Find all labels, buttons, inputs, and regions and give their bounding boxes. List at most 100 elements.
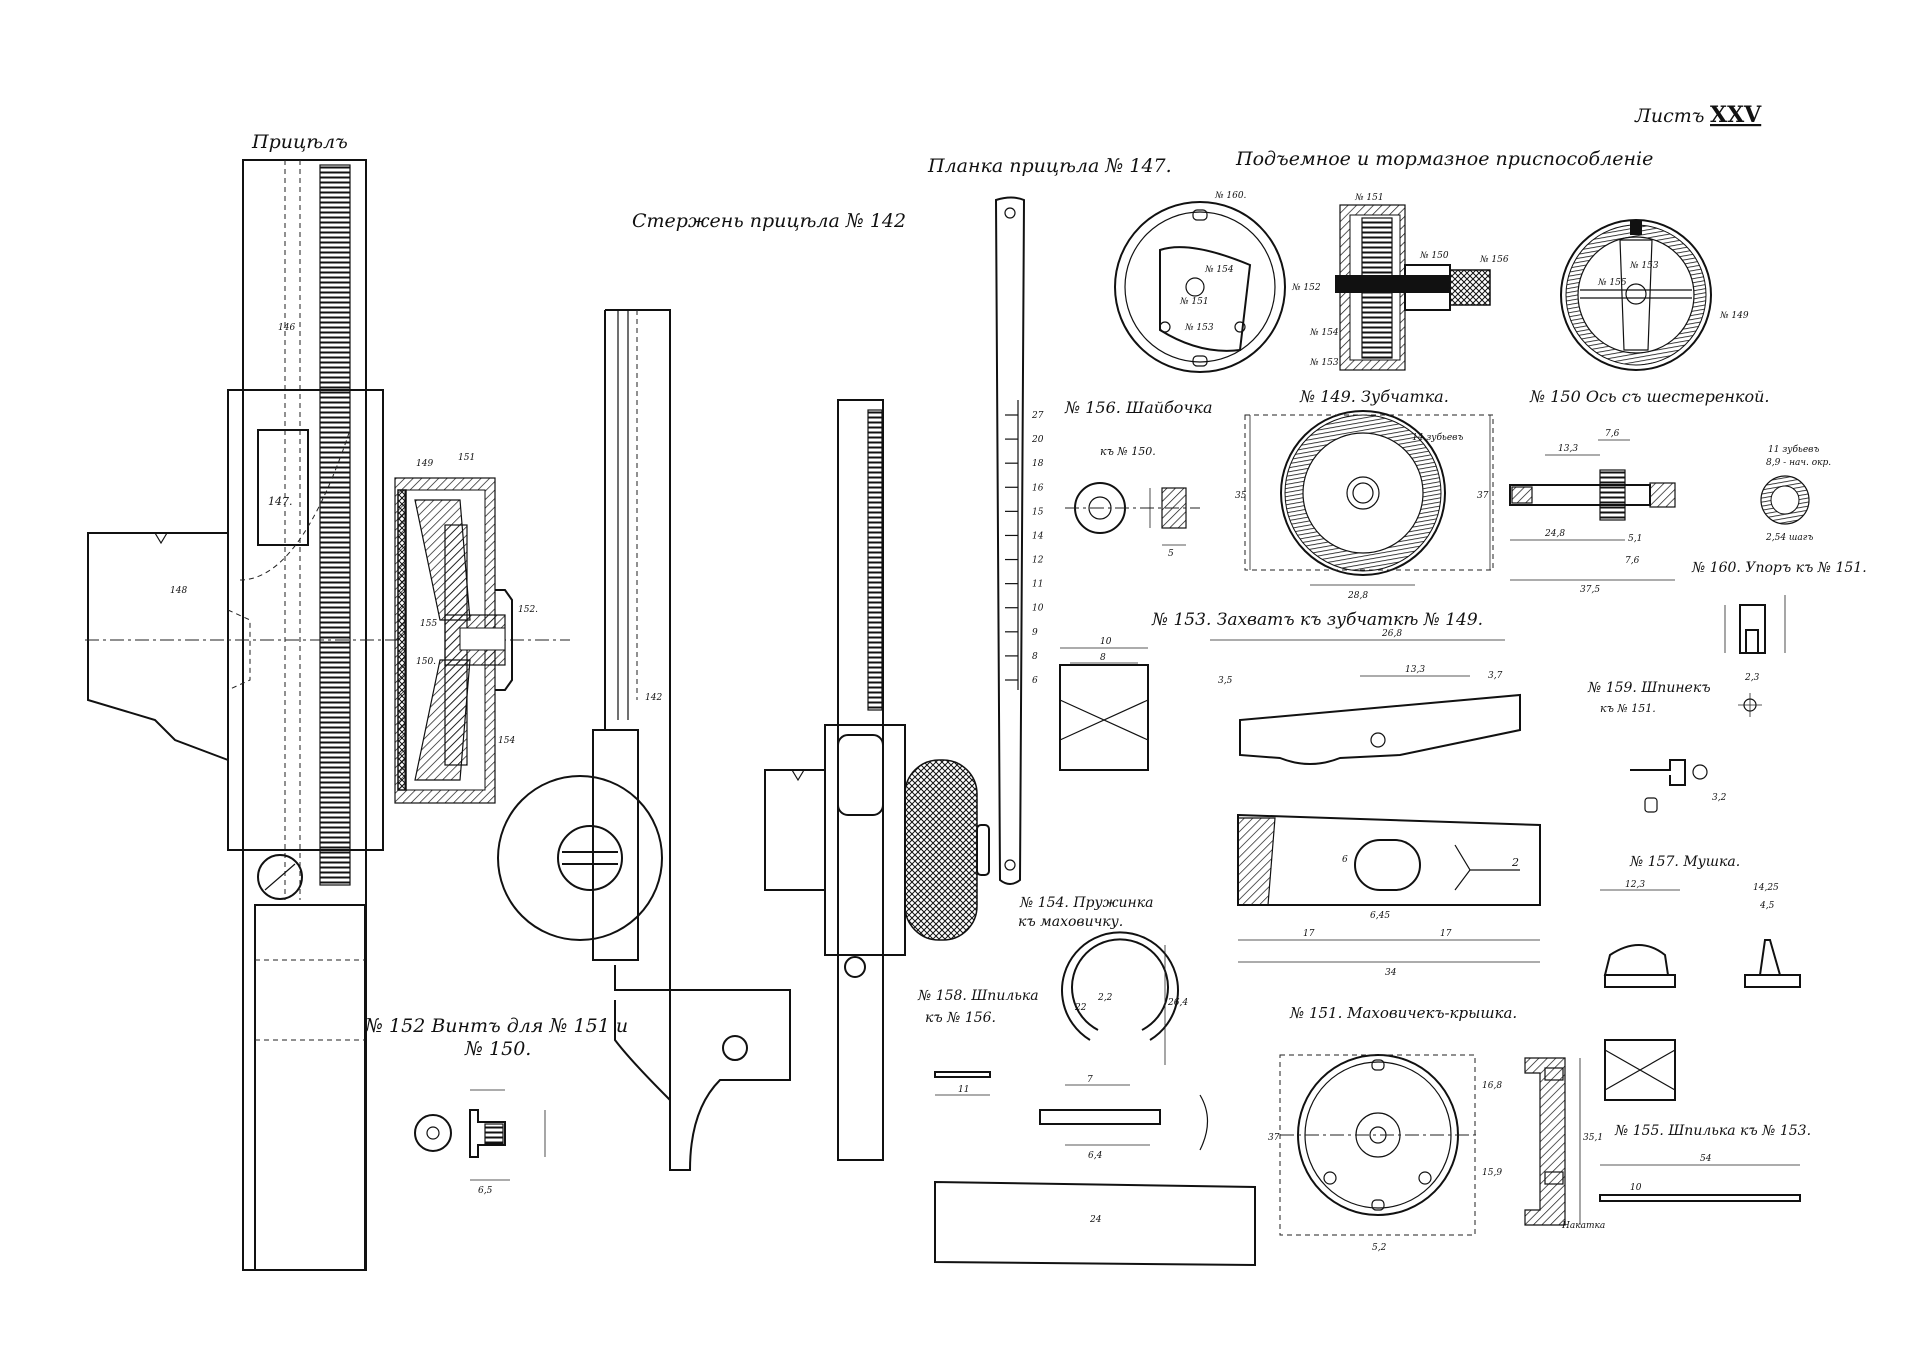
dim-catch-10: 10: [1100, 637, 1112, 647]
dim-catch-6-45: 6,45: [1370, 911, 1390, 921]
spring-154-view: № 154. Пружинка къ маховичку. 26,4 22 2,…: [934, 895, 1256, 1267]
label-n153-c: № 153: [1629, 261, 1659, 271]
label-n152-a: № 152: [1291, 283, 1321, 293]
sight-leaf-147-view: Планка прицѣла № 147. 272018161514121110…: [927, 155, 1172, 885]
pin159-subtitle: къ № 151.: [1600, 702, 1656, 715]
dim-spring-6-4: 6,4: [1088, 1151, 1103, 1161]
sheet-number-block: Листъ XXV: [1634, 102, 1762, 128]
label-n150-a: № 150: [1419, 251, 1449, 261]
scale-tick-label: 14: [1032, 531, 1044, 541]
dim-cover-37: 37: [1268, 1133, 1280, 1143]
scale-tick-label: 6: [1032, 676, 1038, 686]
label-n154-b: № 154: [1309, 328, 1339, 338]
lifting-device-views: Подъемное и тормазное приспособленiе № 1…: [1114, 148, 1749, 373]
scale-tick-label: 8: [1032, 652, 1038, 662]
spring-subtitle: къ маховичку.: [1018, 914, 1123, 930]
leaf-title: Планка прицѣла № 147.: [927, 155, 1172, 177]
screw-subtitle: № 150.: [464, 1038, 531, 1060]
dim-stop-2-3: 2,3: [1744, 673, 1760, 683]
sight-side-view: [764, 399, 990, 1161]
pin-159-view: № 159. Шпинекъ къ № 151. 3,2: [1587, 680, 1727, 813]
flywheel-cover-title: № 151. Маховичекъ-крышка.: [1289, 1004, 1517, 1022]
axle-150-view: № 150 Ось съ шестеренкой. 11 зубьевъ 8,9…: [1477, 387, 1831, 595]
dim-catch-17a: 17: [1303, 929, 1315, 939]
dim-pin158-11: 11: [958, 1085, 969, 1095]
dim-catch-6: 6: [1342, 855, 1348, 865]
dim-catch-2: 2: [1511, 856, 1519, 869]
dim-gear-width: 28,8: [1347, 591, 1368, 601]
dim-cover-5-2: 5,2: [1372, 1243, 1387, 1253]
axle-pitch-note: 8,9 - нач. окр.: [1766, 458, 1831, 468]
dim-axle-24-8: 24,8: [1544, 529, 1565, 539]
dim-catch-13-3: 13,3: [1405, 665, 1425, 675]
scale-tick-label: 16: [1032, 483, 1044, 493]
spring-strip: [934, 1180, 1256, 1267]
dim-spring-22: 22: [1074, 1003, 1087, 1013]
dim-catch-17b: 17: [1440, 929, 1452, 939]
dim-catch-34: 34: [1385, 968, 1397, 978]
dim-front-sight-4-5: 4,5: [1759, 901, 1775, 911]
dim-washer-width: 5: [1168, 549, 1174, 559]
lifting-device-title: Подъемное и тормазное приспособленiе: [1235, 148, 1653, 170]
slider-screw-head: [257, 854, 303, 900]
front-sight-157-view: № 157. Мушка. 12,3 14,25 4,5: [1600, 854, 1801, 1101]
dim-cover-16-8: 16,8: [1482, 1081, 1502, 1091]
catch-153-view: № 153. Захватъ къ зубчаткѣ № 149. 10 8 2…: [1059, 610, 1541, 978]
label-155: 155: [420, 619, 437, 629]
side-knurled-wheel: [904, 759, 978, 941]
scale-tick-label: 15: [1032, 507, 1044, 517]
label-n149: № 149: [1719, 311, 1749, 321]
screw-152-view: № 152 Винтъ для № 151 и № 150. 6,5: [364, 1015, 628, 1196]
disc-front-view: [1114, 201, 1286, 373]
leaf-outline: [994, 196, 1026, 885]
scale-tick-label: 18: [1032, 459, 1044, 469]
pin158-subtitle: къ № 156.: [925, 1010, 996, 1026]
spring-ring: [1061, 931, 1179, 1041]
dim-axle-5-1: 5,1: [1628, 534, 1642, 544]
washer-156-view: № 156. Шайбочка къ № 150. 5: [1064, 398, 1212, 559]
scale-tick-label: 20: [1031, 435, 1044, 445]
scale-tick-label: 9: [1032, 628, 1038, 638]
dim-cover-35-1: 35,1: [1583, 1133, 1603, 1143]
pin-155-view: № 155. Шпилька къ № 153. 54 10 Накатка: [1561, 1123, 1811, 1231]
dim-pin159: 3,2: [1712, 793, 1727, 803]
stem-title: Стержень прицѣла № 142: [632, 210, 906, 232]
pin-158-view: № 158. Шпилька къ № 156. 11: [917, 988, 1039, 1096]
axle-teeth-note: 11 зубьевъ: [1768, 444, 1819, 455]
label-147: 147.: [268, 495, 293, 508]
pin158-title: № 158. Шпилька: [917, 988, 1039, 1004]
sight-assembly-view: Прицѣлъ 146 147. 148 149 151 152. 155: [85, 131, 570, 1271]
label-n151-a: № 151: [1179, 297, 1209, 307]
label-n154: № 154: [1204, 265, 1234, 275]
pin155-knurl-note: Накатка: [1561, 1221, 1605, 1231]
dim-axle-13-3: 13,3: [1558, 444, 1578, 454]
sheet-label: Листъ: [1634, 105, 1704, 127]
scale-tick-label: 27: [1031, 411, 1044, 421]
label-154: 154: [498, 736, 515, 746]
sight-plate-147: [257, 429, 309, 546]
dim-catch-26-8: 26,8: [1381, 629, 1402, 639]
dim-cover-15-9: 15,9: [1482, 1168, 1502, 1178]
label-150: 150.: [416, 657, 436, 667]
dim-strip-24: 24: [1089, 1215, 1102, 1225]
dim-pin155-54: 54: [1700, 1154, 1712, 1164]
label-n155: № 155: [1597, 278, 1627, 288]
stem-round-knob: [497, 775, 663, 941]
pin155-title: № 155. Шпилька къ № 153.: [1614, 1123, 1811, 1139]
dim-gear-height: 35: [1235, 491, 1247, 501]
washer-subtitle: къ № 150.: [1100, 445, 1156, 458]
sight-lower-bar: [254, 904, 366, 1271]
sheet-number: XXV: [1710, 102, 1762, 128]
dim-spring-7: 7: [1087, 1075, 1093, 1085]
dim-screw-6-5: 6,5: [478, 1186, 493, 1196]
stem-body: [592, 729, 639, 961]
screw-title: № 152 Винтъ для № 151 и: [364, 1015, 628, 1037]
label-148: 148: [170, 586, 187, 596]
catch-profile-top: [1239, 693, 1521, 765]
flywheel-cover-151-view: № 151. Маховичекъ-крышка. 37 5,2 16,8 15…: [1268, 1004, 1603, 1253]
gear149-title: № 149. Зубчатка.: [1299, 387, 1449, 406]
dim-spring-2-2: 2,2: [1097, 993, 1113, 1003]
spring-title: № 154. Пружинка: [1019, 895, 1153, 911]
